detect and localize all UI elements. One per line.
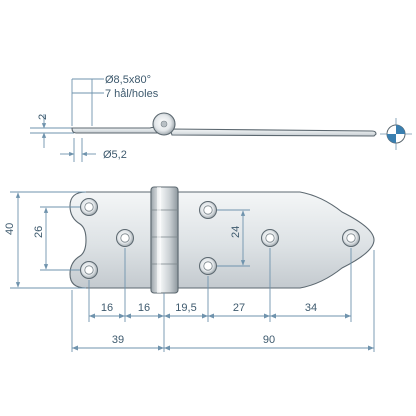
dim-height-total: 40 bbox=[4, 191, 86, 289]
x-dim-label: 16 bbox=[101, 302, 113, 314]
side-profile-pin bbox=[160, 120, 168, 128]
plan-view: 40 26 24 bbox=[4, 186, 375, 352]
hole-right-top bbox=[199, 201, 217, 219]
hole-left-bottom bbox=[80, 261, 98, 279]
first-angle-icon bbox=[380, 118, 412, 150]
hole-count-label: 7 hål/holes bbox=[105, 88, 159, 100]
side-view: Ø8,5x80° 7 hål/holes 2 Ø5,2 bbox=[30, 74, 377, 162]
dim-row-overall: 39 90 bbox=[72, 334, 374, 351]
x-dim-label: 27 bbox=[233, 302, 245, 314]
thickness-label: 2 bbox=[37, 114, 49, 120]
dim-hole-spacing-right: 24 bbox=[217, 209, 250, 267]
hole-left-middle bbox=[116, 229, 134, 247]
knuckle-highlight bbox=[157, 187, 161, 293]
mounting-holes bbox=[80, 198, 360, 279]
side-profile-leaf-left bbox=[71, 126, 161, 134]
dim-hole-spacing-left: 26 bbox=[33, 206, 80, 271]
hole-spacing-right-label: 24 bbox=[230, 226, 242, 238]
pin-diameter-label: Ø5,2 bbox=[103, 149, 127, 161]
len-right-label: 90 bbox=[263, 334, 275, 346]
x-dim-label: 19,5 bbox=[175, 302, 196, 314]
side-profile-leaf-right bbox=[169, 128, 377, 137]
height-total-label: 40 bbox=[4, 223, 16, 235]
hinge-knuckle bbox=[150, 186, 179, 294]
dim-row-hole-pitches: 16 16 19,5 27 34 bbox=[89, 302, 351, 319]
x-dim-label: 34 bbox=[305, 302, 317, 314]
hole-spec-label: Ø8,5x80° bbox=[105, 74, 151, 86]
hole-right-middle bbox=[261, 229, 279, 247]
hole-right-end bbox=[342, 229, 360, 247]
hole-spacing-left-label: 26 bbox=[33, 226, 45, 238]
hole-right-bottom bbox=[199, 257, 217, 275]
x-extension-lines bbox=[71, 248, 375, 352]
hole-left-top bbox=[80, 198, 98, 216]
len-left-label: 39 bbox=[112, 334, 124, 346]
x-dim-label: 16 bbox=[138, 302, 150, 314]
